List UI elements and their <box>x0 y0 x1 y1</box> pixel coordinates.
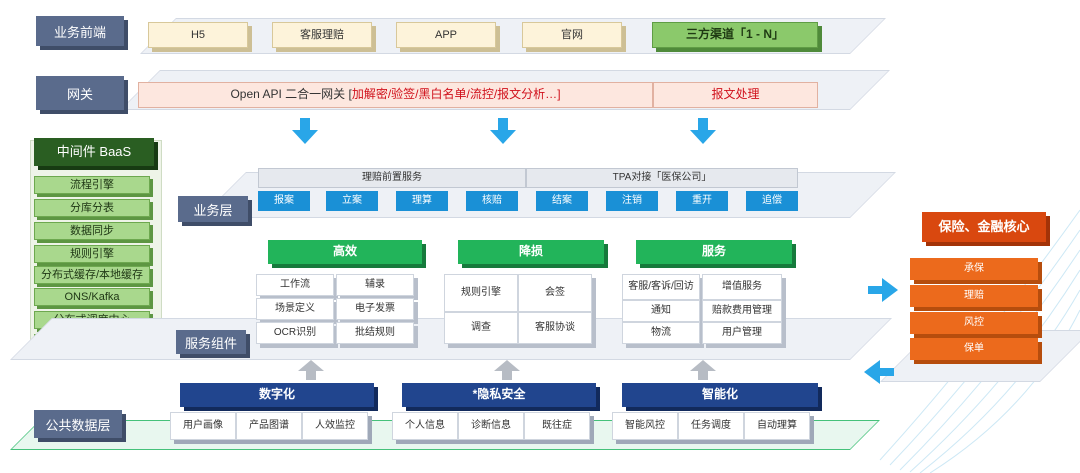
data-item-personal-info[interactable]: 个人信息 <box>392 412 458 440</box>
middleware-item-ons-kafka[interactable]: ONS/Kafka <box>34 288 150 306</box>
service-item-logistics[interactable]: 物流 <box>622 322 700 344</box>
service-item-notification[interactable]: 通知 <box>622 300 700 322</box>
service-components-tag: 服务组件 <box>176 330 246 354</box>
data-item-task-scheduling[interactable]: 任务调度 <box>678 412 744 440</box>
gateway-open-api-prefix: Open API 二合一网关 [ <box>230 87 352 102</box>
public-data-tag: 公共数据层 <box>34 410 122 438</box>
data-group-digital-title: 数字化 <box>180 383 374 407</box>
down-arrow-3 <box>690 118 716 144</box>
core-item-risk-control[interactable]: 风控 <box>910 312 1038 334</box>
frontend-item-app[interactable]: APP <box>396 22 496 48</box>
up-arrow-3 <box>690 360 716 380</box>
gateway-open-api-suffix: ] <box>557 87 561 102</box>
middleware-item-cache[interactable]: 分布式缓存/本地缓存 <box>34 266 150 284</box>
business-item-adjust[interactable]: 理算 <box>396 191 448 211</box>
down-arrow-2 <box>490 118 516 144</box>
up-arrow-2 <box>494 360 520 380</box>
business-item-report[interactable]: 报案 <box>258 191 310 211</box>
data-item-auto-adjust[interactable]: 自动理算 <box>744 412 810 440</box>
service-group-service-title: 服务 <box>636 240 792 264</box>
middleware-title: 中间件 BaaS <box>34 138 154 166</box>
frontend-third-party[interactable]: 三方渠道「1 - N」 <box>652 22 818 48</box>
service-item-rule-engine[interactable]: 规则引擎 <box>444 274 518 312</box>
left-arrow-icon <box>864 360 894 384</box>
service-item-scene-definition[interactable]: 场景定义 <box>256 298 334 320</box>
middleware-item-workflow-engine[interactable]: 流程引擎 <box>34 176 150 194</box>
business-item-cancel[interactable]: 注销 <box>606 191 658 211</box>
data-item-efficiency-monitor[interactable]: 人效监控 <box>302 412 368 440</box>
right-arrow-icon <box>868 278 898 302</box>
service-item-negotiation[interactable]: 客服协谈 <box>518 312 592 344</box>
middleware-item-sharding[interactable]: 分库分表 <box>34 199 150 217</box>
core-item-underwriting[interactable]: 承保 <box>910 258 1038 280</box>
core-title: 保险、金融核心 <box>922 212 1046 242</box>
data-item-medical-history[interactable]: 既往症 <box>524 412 590 440</box>
frontend-item-claims-service[interactable]: 客服理赔 <box>272 22 372 48</box>
data-group-privacy-title: *隐私安全 <box>402 383 596 407</box>
gateway-open-api-features: 加解密/验签/黑白名单/流控/报文分析… <box>351 87 558 102</box>
service-item-investigation[interactable]: 调查 <box>444 312 518 344</box>
frontend-item-h5[interactable]: H5 <box>148 22 248 48</box>
data-item-risk-control[interactable]: 智能风控 <box>612 412 678 440</box>
service-item-value-added[interactable]: 增值服务 <box>702 274 782 300</box>
data-item-diagnosis-info[interactable]: 诊断信息 <box>458 412 524 440</box>
business-item-close[interactable]: 结案 <box>536 191 588 211</box>
service-item-input-assist[interactable]: 辅录 <box>336 274 414 296</box>
service-item-e-invoice[interactable]: 电子发票 <box>336 298 414 320</box>
down-arrow-1 <box>292 118 318 144</box>
service-item-claim-fee-mgmt[interactable]: 赔款费用管理 <box>702 300 782 322</box>
business-item-verify[interactable]: 核赔 <box>466 191 518 211</box>
gateway-report-processing[interactable]: 报文处理 <box>653 82 818 108</box>
business-item-recovery[interactable]: 追偿 <box>746 191 798 211</box>
business-group-claims-pre: 理赔前置服务 <box>258 168 526 188</box>
business-item-reopen[interactable]: 重开 <box>676 191 728 211</box>
up-arrow-1 <box>298 360 324 380</box>
service-group-loss-reduction-title: 降损 <box>458 240 604 264</box>
service-item-customer-service[interactable]: 客服/客诉/回访 <box>622 274 700 300</box>
service-item-ocr[interactable]: OCR识别 <box>256 322 334 344</box>
service-item-user-mgmt[interactable]: 用户管理 <box>702 322 782 344</box>
service-item-countersign[interactable]: 会签 <box>518 274 592 312</box>
data-item-user-profile[interactable]: 用户画像 <box>170 412 236 440</box>
frontend-tag: 业务前端 <box>36 16 124 46</box>
business-group-tpa: TPA对接「医保公司」 <box>526 168 798 188</box>
middleware-item-rule-engine[interactable]: 规则引擎 <box>34 245 150 263</box>
data-group-intelligence-title: 智能化 <box>622 383 818 407</box>
service-item-workflow[interactable]: 工作流 <box>256 274 334 296</box>
middleware-item-data-sync[interactable]: 数据同步 <box>34 222 150 240</box>
business-layer-tag: 业务层 <box>178 196 248 222</box>
gateway-open-api[interactable]: Open API 二合一网关 [加解密/验签/黑白名单/流控/报文分析…] <box>138 82 653 108</box>
gateway-report-label: 报文处理 <box>711 87 760 102</box>
data-item-product-graph[interactable]: 产品图谱 <box>236 412 302 440</box>
frontend-item-website[interactable]: 官网 <box>522 22 622 48</box>
service-group-efficiency-title: 高效 <box>268 240 422 264</box>
business-item-register[interactable]: 立案 <box>326 191 378 211</box>
core-item-claims[interactable]: 理赔 <box>910 285 1038 307</box>
core-item-policy[interactable]: 保单 <box>910 338 1038 360</box>
service-item-batch-rules[interactable]: 批结规则 <box>336 322 414 344</box>
gateway-tag: 网关 <box>36 76 124 110</box>
